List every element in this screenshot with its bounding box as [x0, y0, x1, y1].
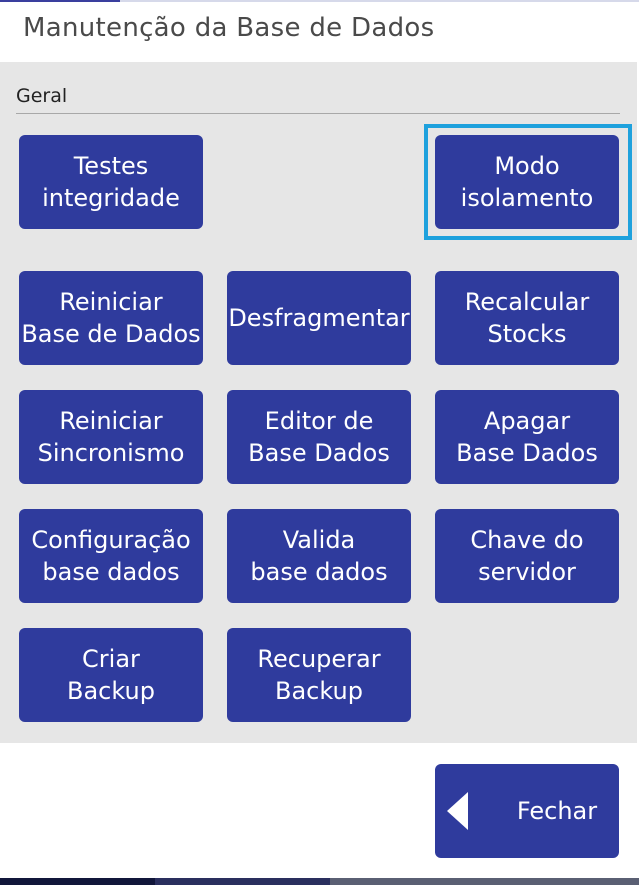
- create-backup-button[interactable]: Criar Backup: [19, 628, 203, 722]
- navigation-bar: [0, 878, 639, 885]
- validate-database-label: Valida base dados: [250, 526, 388, 586]
- restart-database-label: Reiniciar Base de Dados: [21, 288, 201, 348]
- delete-database-label: Apagar Base Dados: [456, 407, 598, 467]
- server-key-button[interactable]: Chave do servidor: [435, 509, 619, 603]
- section-divider: [16, 113, 620, 114]
- defragment-label: Desfragmentar: [228, 304, 410, 332]
- isolation-mode-label: Modo isolamento: [460, 152, 594, 212]
- focus-ring: [424, 124, 632, 240]
- database-editor-button[interactable]: Editor de Base Dados: [227, 390, 411, 484]
- integrity-tests-label: Testes integridade: [42, 152, 180, 212]
- restart-sync-label: Reiniciar Sincronismo: [37, 407, 185, 467]
- restore-backup-button[interactable]: Recuperar Backup: [227, 628, 411, 722]
- recalculate-stocks-label: Recalcular Stocks: [464, 288, 590, 348]
- recalculate-stocks-button[interactable]: Recalcular Stocks: [435, 271, 619, 365]
- restart-database-button[interactable]: Reiniciar Base de Dados: [19, 271, 203, 365]
- close-button[interactable]: Fechar: [435, 764, 619, 858]
- page-title: Manutenção da Base de Dados: [23, 13, 435, 43]
- create-backup-label: Criar Backup: [67, 645, 155, 705]
- server-key-label: Chave do servidor: [470, 526, 584, 586]
- section-label: Geral: [16, 85, 68, 107]
- back-arrow-icon: [447, 792, 468, 830]
- validate-database-button[interactable]: Valida base dados: [227, 509, 411, 603]
- isolation-mode-button[interactable]: Modo isolamento: [435, 135, 619, 229]
- delete-database-button[interactable]: Apagar Base Dados: [435, 390, 619, 484]
- restart-sync-button[interactable]: Reiniciar Sincronismo: [19, 390, 203, 484]
- maintenance-panel: Geral Testes integridade Modo isolamento…: [0, 62, 637, 743]
- integrity-tests-button[interactable]: Testes integridade: [19, 135, 203, 229]
- database-config-button[interactable]: Configuração base dados: [19, 509, 203, 603]
- restore-backup-label: Recuperar Backup: [257, 645, 381, 705]
- defragment-button[interactable]: Desfragmentar: [227, 271, 411, 365]
- close-button-label: Fechar: [516, 797, 598, 825]
- database-config-label: Configuração base dados: [31, 526, 191, 586]
- status-strip: [0, 0, 639, 2]
- database-editor-label: Editor de Base Dados: [248, 407, 390, 467]
